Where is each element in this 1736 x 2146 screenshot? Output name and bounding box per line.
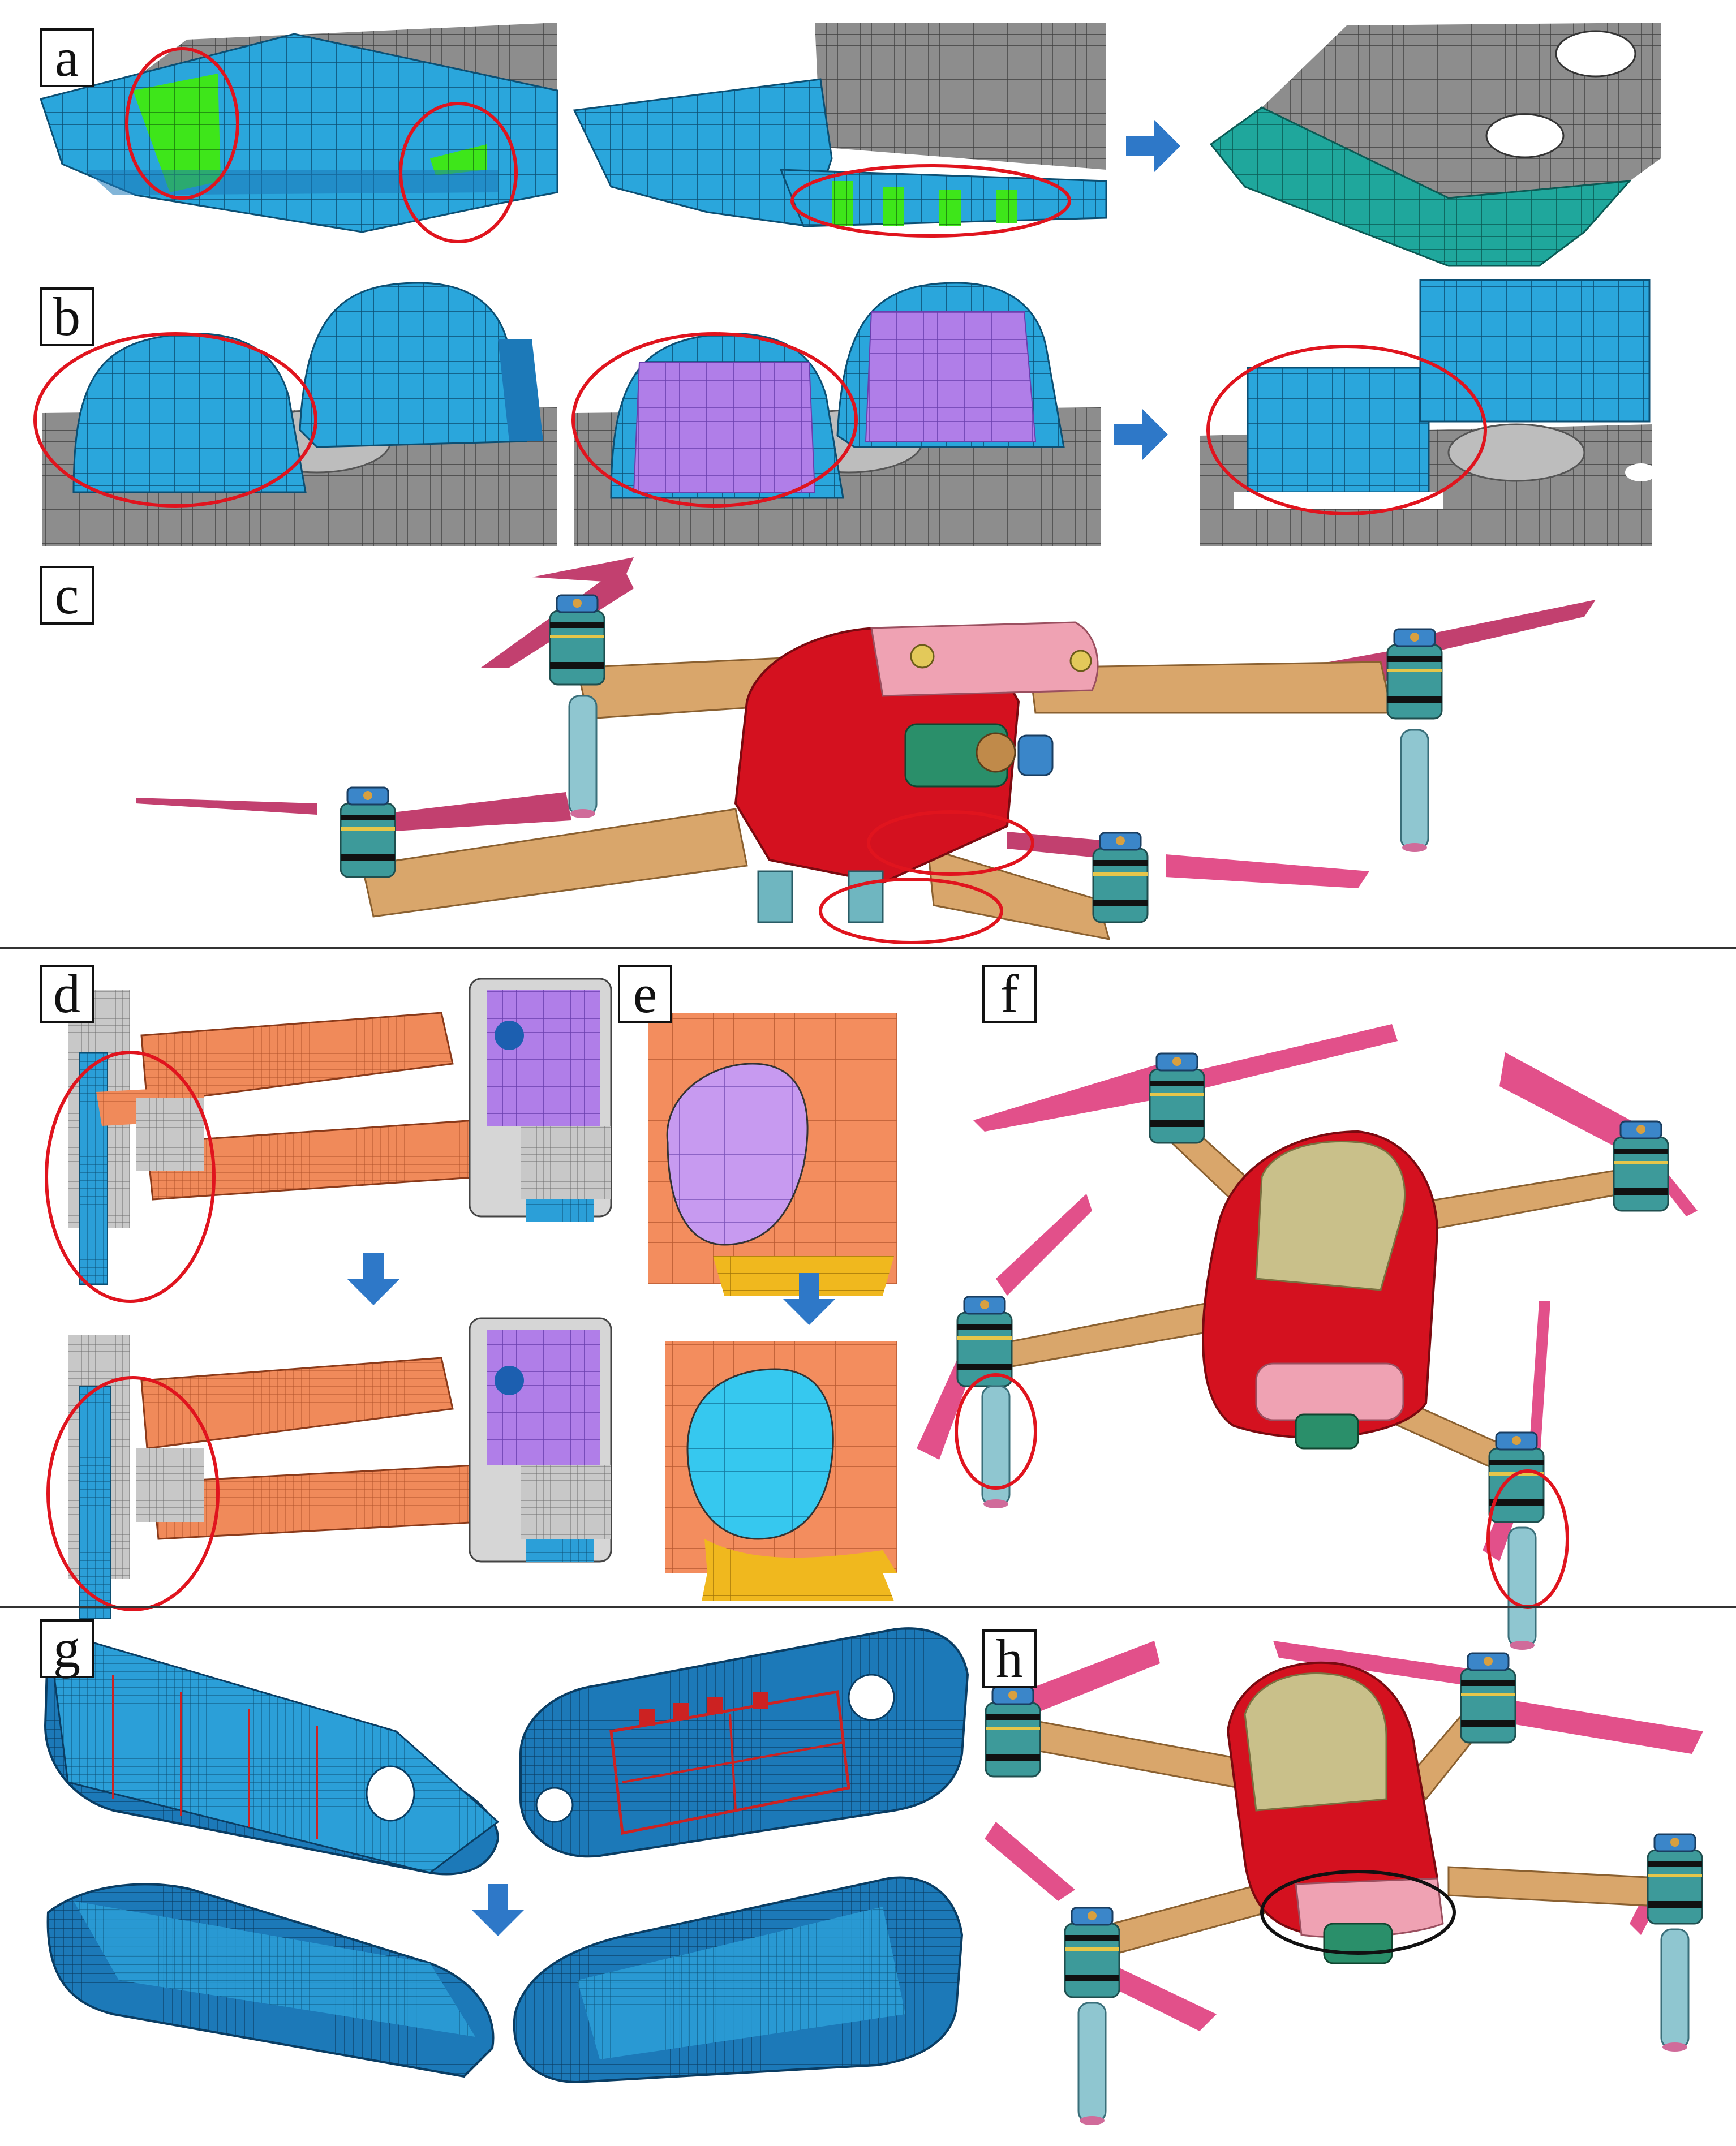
panel-b-graphic bbox=[33, 279, 1657, 546]
panel-a-mesh-2 bbox=[573, 23, 1107, 238]
highlight-circle bbox=[819, 878, 1003, 944]
motor bbox=[1613, 1120, 1669, 1212]
motor bbox=[1149, 1052, 1205, 1144]
arrow-right-icon bbox=[1114, 408, 1168, 461]
motor bbox=[1488, 1431, 1545, 1523]
propeller-blade bbox=[1007, 1641, 1160, 1720]
panel-h-graphic bbox=[985, 1641, 1703, 2126]
propeller-blade bbox=[996, 1194, 1092, 1296]
panel-label-a: a bbox=[40, 28, 94, 87]
panel-c-graphic bbox=[136, 557, 1596, 944]
motor bbox=[1092, 832, 1149, 923]
highlight-circle bbox=[33, 332, 317, 508]
landing-leg bbox=[1507, 1526, 1537, 1651]
panel-a-mesh-1 bbox=[40, 23, 558, 243]
battery-cover bbox=[1244, 1672, 1387, 1812]
panel-b-mesh-2 bbox=[571, 282, 1101, 546]
arrow-down-icon bbox=[472, 1884, 524, 1936]
battery-cover bbox=[870, 621, 1099, 697]
propeller-blade bbox=[373, 792, 571, 832]
propeller-blade bbox=[1488, 1697, 1703, 1754]
motor bbox=[985, 1686, 1041, 1778]
panel-label-g: g bbox=[40, 1619, 94, 1678]
drone-arm bbox=[361, 808, 748, 918]
propeller-blade bbox=[1273, 1641, 1471, 1686]
panel-b-mesh-1 bbox=[33, 282, 557, 546]
motor bbox=[340, 786, 396, 878]
panel-label-b: b bbox=[40, 287, 94, 346]
arrow-down-icon bbox=[347, 1253, 399, 1305]
propeller-blade bbox=[985, 1822, 1075, 1901]
propeller-blade bbox=[1177, 1024, 1398, 1092]
motor bbox=[1064, 1907, 1120, 1998]
propeller-blade bbox=[1166, 854, 1369, 888]
highlight-circle bbox=[790, 164, 1071, 238]
highlight-circle bbox=[399, 102, 518, 243]
highlight-circle bbox=[46, 1376, 220, 1611]
landing-leg bbox=[1077, 2002, 1107, 2126]
panel-e-graphic bbox=[648, 1013, 897, 1601]
propeller-blade bbox=[1403, 600, 1596, 656]
motor bbox=[956, 1296, 1013, 1387]
landing-leg bbox=[1660, 1928, 1690, 2053]
propeller-blade bbox=[1499, 1052, 1641, 1154]
panel-label-c: c bbox=[40, 566, 94, 625]
highlight-circle bbox=[1260, 1870, 1456, 1955]
propeller-blade bbox=[1528, 1301, 1550, 1471]
panel-label-e: e bbox=[618, 965, 672, 1023]
highlight-circle bbox=[1206, 345, 1487, 515]
panel-a-graphic bbox=[40, 23, 1661, 267]
motor bbox=[1460, 1652, 1516, 1744]
arrow-right-icon bbox=[1126, 120, 1180, 172]
motor bbox=[1647, 1833, 1703, 1925]
propeller-blade bbox=[532, 557, 634, 583]
motor bbox=[549, 594, 605, 686]
highlight-circle bbox=[955, 1373, 1037, 1490]
highlight-circle bbox=[571, 332, 858, 508]
motor bbox=[1386, 628, 1443, 720]
landing-leg bbox=[1400, 729, 1429, 853]
panel-label-f: f bbox=[982, 965, 1037, 1023]
panel-label-d: d bbox=[40, 965, 94, 1023]
propeller-blade bbox=[973, 1064, 1166, 1132]
landing-leg bbox=[981, 1385, 1011, 1509]
panel-label-h: h bbox=[982, 1629, 1037, 1688]
panel-f-graphic bbox=[917, 1024, 1698, 1651]
panel-a-mesh-3 bbox=[1209, 23, 1661, 267]
highlight-circle bbox=[45, 1051, 216, 1303]
propeller-blade bbox=[136, 798, 317, 815]
battery-cover bbox=[1255, 1141, 1406, 1291]
panel-d-graphic bbox=[45, 978, 612, 1619]
panel-g-graphic bbox=[44, 1627, 969, 2084]
panel-b-mesh-3 bbox=[1200, 279, 1657, 546]
highlight-circle bbox=[125, 47, 239, 200]
highlight-circle bbox=[867, 810, 1034, 876]
landing-leg bbox=[568, 695, 598, 819]
